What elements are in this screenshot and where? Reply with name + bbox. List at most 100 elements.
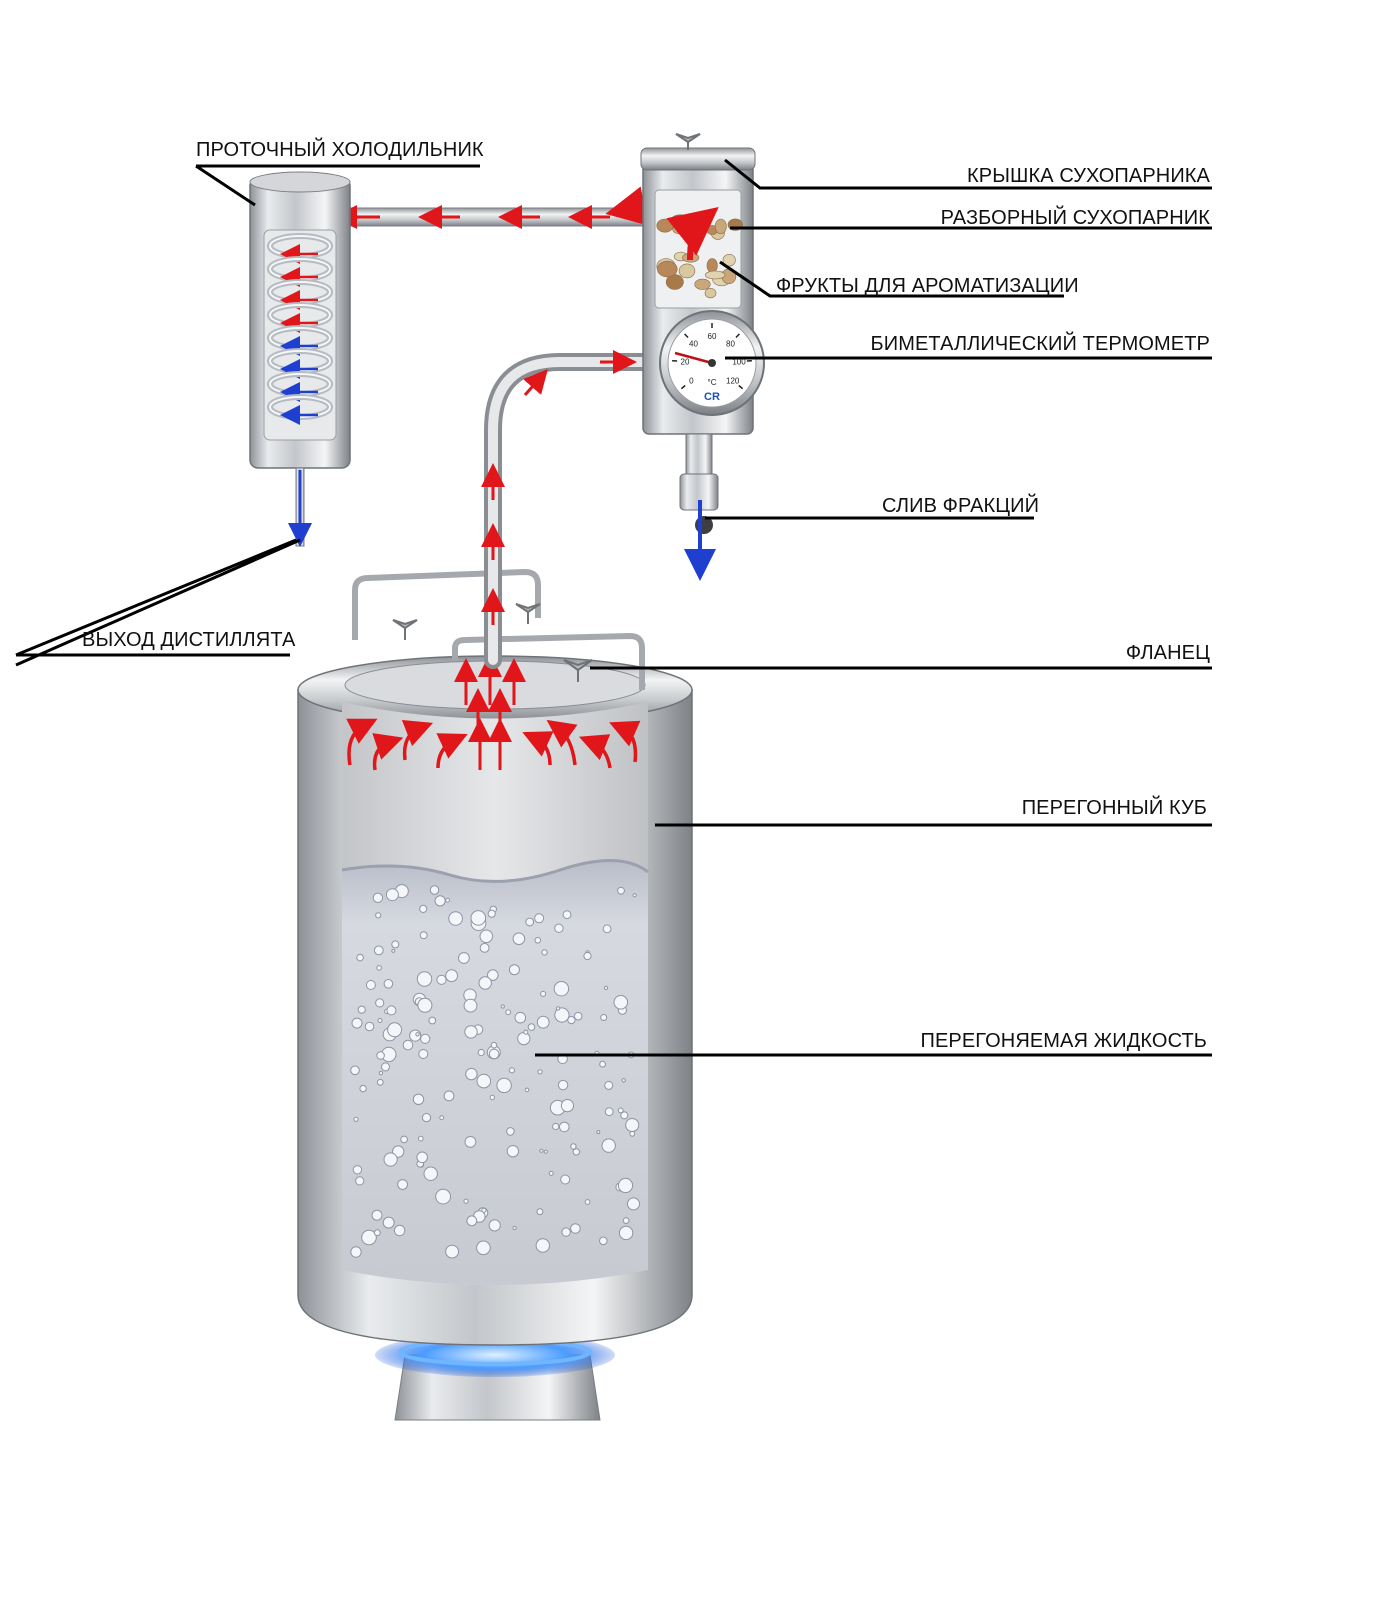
thermometer-brand: CR bbox=[704, 391, 720, 403]
steamer-lid bbox=[641, 148, 755, 170]
fruit-piece bbox=[715, 219, 726, 234]
bubble bbox=[501, 1005, 504, 1008]
bubble bbox=[479, 977, 491, 989]
bubble bbox=[538, 1070, 542, 1074]
bubble bbox=[446, 1245, 459, 1258]
bubble bbox=[376, 999, 384, 1007]
bubble bbox=[571, 1144, 576, 1149]
vapor-arrow bbox=[525, 378, 540, 395]
bubble bbox=[446, 970, 458, 982]
thermometer-tick-label: 120 bbox=[726, 376, 740, 385]
bubble bbox=[605, 1108, 613, 1116]
label-liquid: ПЕРЕГОНЯЕМАЯ ЖИДКОСТЬ bbox=[921, 1031, 1207, 1051]
bubble bbox=[351, 1247, 361, 1257]
bubble bbox=[555, 924, 563, 932]
bubble bbox=[518, 1033, 530, 1045]
bubble bbox=[524, 1030, 528, 1034]
bubble bbox=[465, 1137, 476, 1148]
label-flange: ФЛАНЕЦ bbox=[1126, 643, 1210, 663]
bubble bbox=[384, 1153, 397, 1166]
bubble bbox=[464, 999, 477, 1012]
bubble bbox=[601, 1015, 607, 1021]
bubble bbox=[357, 954, 364, 961]
bubble bbox=[480, 944, 489, 953]
bubble bbox=[477, 1241, 491, 1255]
bubble bbox=[561, 1100, 573, 1112]
bubble bbox=[541, 991, 546, 996]
vapor-pipe bbox=[493, 362, 648, 660]
bubble bbox=[401, 1136, 408, 1143]
bubble bbox=[420, 932, 427, 939]
bubble bbox=[628, 1198, 640, 1210]
bubble bbox=[372, 1210, 382, 1220]
bubble bbox=[471, 911, 486, 926]
bubble bbox=[437, 975, 446, 984]
bubble bbox=[507, 1146, 518, 1157]
bubble bbox=[528, 1024, 535, 1031]
bubble bbox=[418, 1136, 423, 1141]
bubble bbox=[619, 1226, 632, 1239]
bubble bbox=[353, 1166, 361, 1174]
thermometer-unit: °C bbox=[708, 378, 717, 387]
bubble bbox=[376, 913, 381, 918]
bubble bbox=[633, 894, 636, 897]
bubble bbox=[398, 1180, 408, 1190]
bubble bbox=[618, 1108, 623, 1113]
label-steamer-lid: КРЫШКА СУХОПАРНИКА bbox=[967, 166, 1210, 186]
bubble bbox=[374, 1230, 380, 1236]
bubble bbox=[446, 898, 450, 902]
bubble bbox=[480, 930, 493, 943]
bubble bbox=[537, 1209, 543, 1215]
bubble bbox=[417, 1152, 428, 1163]
bubble bbox=[513, 933, 525, 945]
bubble bbox=[482, 1208, 486, 1212]
gas-burner bbox=[375, 1333, 615, 1420]
bubble bbox=[436, 1189, 451, 1204]
bubble bbox=[535, 938, 541, 944]
bubble bbox=[536, 1239, 549, 1252]
fruit-piece bbox=[673, 224, 684, 233]
bubble bbox=[525, 1088, 529, 1092]
bubble bbox=[388, 1023, 402, 1037]
fruit-piece bbox=[679, 264, 695, 278]
bubble bbox=[449, 912, 463, 926]
bubble bbox=[600, 1237, 608, 1245]
bubble bbox=[417, 972, 431, 986]
bubble bbox=[478, 1049, 484, 1055]
bubble bbox=[422, 1114, 430, 1122]
bubble bbox=[444, 1091, 454, 1101]
bubble bbox=[386, 889, 398, 901]
bubble bbox=[360, 1085, 366, 1091]
bubble bbox=[387, 1006, 396, 1015]
bubble bbox=[392, 941, 399, 948]
bubble bbox=[491, 1042, 497, 1048]
bubble bbox=[379, 1071, 382, 1074]
bubble bbox=[377, 1052, 385, 1060]
label-condenser: ПРОТОЧНЫЙ ХОЛОДИЛЬНИК bbox=[196, 140, 484, 160]
bubble bbox=[440, 1116, 444, 1120]
bubble bbox=[382, 1063, 390, 1071]
bubble bbox=[384, 980, 393, 989]
bubble bbox=[509, 1068, 514, 1073]
bubble bbox=[351, 1066, 360, 1075]
bubble bbox=[507, 1128, 515, 1136]
thermometer-tick-label: 80 bbox=[726, 339, 735, 348]
bubble bbox=[558, 1080, 567, 1089]
bubble bbox=[554, 982, 568, 996]
bubble bbox=[416, 1033, 419, 1036]
bubble bbox=[403, 1040, 413, 1050]
bubble bbox=[573, 1149, 579, 1155]
thermometer-tick-label: 60 bbox=[708, 332, 717, 341]
bubble bbox=[506, 1010, 511, 1015]
bubble bbox=[373, 893, 382, 902]
bubble bbox=[354, 1117, 358, 1121]
bubble bbox=[618, 1178, 632, 1192]
label-distillate-outlet: ВЫХОД ДИСТИЛЛЯТА bbox=[82, 630, 295, 650]
bubble bbox=[420, 905, 427, 912]
still-pot bbox=[298, 572, 692, 1345]
fruit-piece bbox=[705, 271, 725, 279]
bubble bbox=[614, 996, 628, 1010]
bubble bbox=[585, 1200, 590, 1205]
bubble bbox=[626, 1119, 639, 1132]
